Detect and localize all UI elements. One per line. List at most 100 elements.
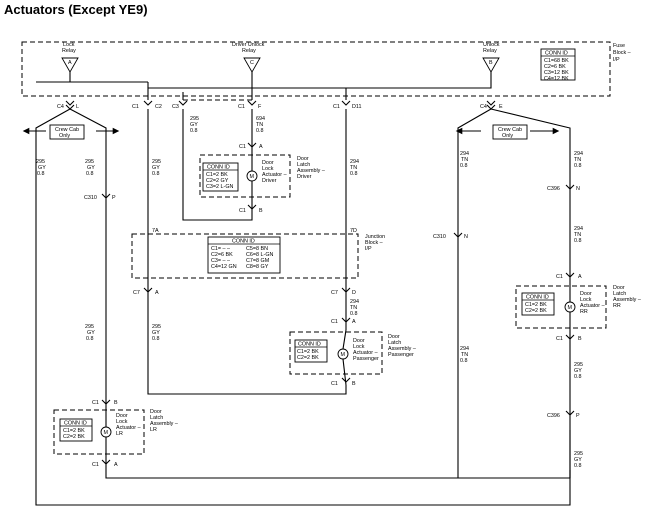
fuse-block-label-3: I/P xyxy=(613,57,620,63)
junction-block-outline xyxy=(131,233,359,279)
svg-text:Door: Door xyxy=(297,156,309,162)
svg-text:Driver: Driver xyxy=(262,178,277,184)
wire-295-c: 295 GY 0.8 xyxy=(85,324,95,342)
passenger-outer-label: Door Latch Assembly – Passenger xyxy=(388,334,416,358)
svg-text:C1=2 BK: C1=2 BK xyxy=(525,302,547,308)
conn-c7: C7 xyxy=(133,290,140,296)
lr-door-latch-outline xyxy=(53,409,145,455)
svg-text:C5=8 BN: C5=8 BN xyxy=(246,246,268,252)
driver-unlock-relay: Driver Unlock Relay C xyxy=(232,42,265,73)
wire-295-f: 295 GY 0.8 xyxy=(190,116,199,134)
diagram-title: Actuators (Except YE9) xyxy=(4,2,148,17)
wire-294-b: 294 TN 0.8 xyxy=(350,299,359,317)
driver-unlock-relay-label: Relay xyxy=(242,48,256,54)
svg-text:295: 295 xyxy=(152,324,161,330)
svg-text:0.8: 0.8 xyxy=(350,171,358,177)
svg-text:C3= – –: C3= – – xyxy=(211,258,230,264)
conn-c1: C1 xyxy=(333,104,340,110)
svg-text:Actuator –: Actuator – xyxy=(116,425,141,431)
conn-c1: C1 xyxy=(132,104,139,110)
junction-block-label: Junction Block – I/P xyxy=(365,234,385,252)
conn-c4-right: C4 xyxy=(480,104,487,110)
crew-cab-label: Crew Cab xyxy=(498,127,522,133)
pin-N: N xyxy=(464,234,468,240)
wire-295-h: 295 GY 0.8 xyxy=(574,451,583,469)
svg-text:C2=2 BK: C2=2 BK xyxy=(63,434,85,440)
rr-conn-id-table: CONN ID C1=2 BK C2=2 BK xyxy=(521,292,555,316)
svg-text:295: 295 xyxy=(190,116,199,122)
svg-text:Driver: Driver xyxy=(297,174,312,180)
svg-text:C2=2 GY: C2=2 GY xyxy=(206,178,229,184)
lock-relay-label: Lock xyxy=(63,42,75,48)
fuse-conn-head: CONN ID xyxy=(545,51,568,57)
svg-text:C2=2 BK: C2=2 BK xyxy=(525,308,547,314)
svg-text:Assembly –: Assembly – xyxy=(150,421,178,427)
svg-text:Door: Door xyxy=(580,291,592,297)
svg-text:Latch: Latch xyxy=(150,415,163,421)
svg-text:0.8: 0.8 xyxy=(460,163,468,169)
passenger-inner-label: Door Lock Actuator – Passenger xyxy=(353,338,379,362)
svg-text:TN: TN xyxy=(350,165,357,171)
svg-text:C2=6 BK: C2=6 BK xyxy=(211,252,233,258)
unlock-relay: Unlock Relay B xyxy=(482,42,500,73)
pin-D: D xyxy=(352,290,356,296)
svg-text:0.8: 0.8 xyxy=(152,336,160,342)
wire-294-c: 294 TN 0.8 xyxy=(460,151,469,169)
pin-A: A xyxy=(114,462,118,468)
wire-294-a: 294 TN 0.8 xyxy=(350,159,359,177)
svg-text:294: 294 xyxy=(350,159,359,165)
svg-text:CONN ID: CONN ID xyxy=(526,295,549,301)
rr-inner-label: Door Lock Actuator – RR xyxy=(580,291,605,315)
svg-text:Assembly –: Assembly – xyxy=(388,346,416,352)
conn-c7: C7 xyxy=(331,290,338,296)
svg-text:Lock: Lock xyxy=(580,297,592,303)
svg-text:0.8: 0.8 xyxy=(86,171,94,177)
svg-text:294: 294 xyxy=(350,299,359,305)
svg-text:RR: RR xyxy=(580,309,588,315)
pin-E: E xyxy=(499,104,503,110)
svg-text:Actuator –: Actuator – xyxy=(262,172,287,178)
fuse-conn-id-table: CONN ID C1=68 BK C2=6 BK C3=12 BK C4=12 … xyxy=(540,48,576,82)
wire-294-e: 294 TN 0.8 xyxy=(574,226,583,244)
wire-294-f: 294 TN 0.8 xyxy=(460,346,469,364)
svg-text:Assembly –: Assembly – xyxy=(613,297,641,303)
crew-cab-label: Only xyxy=(502,133,513,139)
svg-text:0.8: 0.8 xyxy=(256,128,264,134)
svg-text:TN: TN xyxy=(461,352,468,358)
svg-text:Lock: Lock xyxy=(262,166,274,172)
svg-text:Passenger: Passenger xyxy=(388,352,414,358)
conn-c1: C1 xyxy=(239,144,246,150)
svg-text:C1= – –: C1= – – xyxy=(211,246,230,252)
lock-relay: Lock Relay A xyxy=(61,42,79,73)
lr-outer-label: Door Latch Assembly – LR xyxy=(150,409,178,433)
junction-pin-7A: 7A xyxy=(152,228,159,234)
fuse-conn-row: C3=12 BK xyxy=(544,70,569,76)
svg-text:0.8: 0.8 xyxy=(37,171,45,177)
driver-outer-label: Door Latch Assembly – Driver xyxy=(297,156,325,180)
driver-unlock-relay-label: Driver Unlock xyxy=(232,42,265,48)
svg-text:Door: Door xyxy=(613,285,625,291)
unlock-relay-label: Relay xyxy=(483,48,497,54)
conn-c1: C1 xyxy=(92,400,99,406)
svg-text:C2=2 BK: C2=2 BK xyxy=(297,355,319,361)
unlock-relay-label: Unlock xyxy=(483,42,500,48)
svg-text:C1=2 BK: C1=2 BK xyxy=(206,172,228,178)
svg-text:295: 295 xyxy=(574,362,583,368)
rr-door-latch-outline xyxy=(515,285,607,329)
svg-text:294: 294 xyxy=(460,151,469,157)
svg-text:0.8: 0.8 xyxy=(190,128,198,134)
svg-text:0.8: 0.8 xyxy=(574,374,582,380)
svg-text:GY: GY xyxy=(152,330,160,336)
svg-text:Actuator –: Actuator – xyxy=(353,350,378,356)
lr-motor-symbol: M xyxy=(104,430,109,436)
crew-cab-label: Crew Cab xyxy=(55,127,79,133)
driver-inner-label: Door Lock Actuator – Driver xyxy=(262,160,287,184)
conn-c3: C3 xyxy=(172,104,179,110)
svg-text:RR: RR xyxy=(613,303,621,309)
svg-text:Door: Door xyxy=(150,409,162,415)
crew-cab-box-right xyxy=(492,124,528,140)
conn-c310-right: C310 xyxy=(433,234,446,240)
pin-B: B xyxy=(352,381,356,387)
svg-text:TN: TN xyxy=(256,122,263,128)
fuse-block-outline xyxy=(21,41,611,97)
